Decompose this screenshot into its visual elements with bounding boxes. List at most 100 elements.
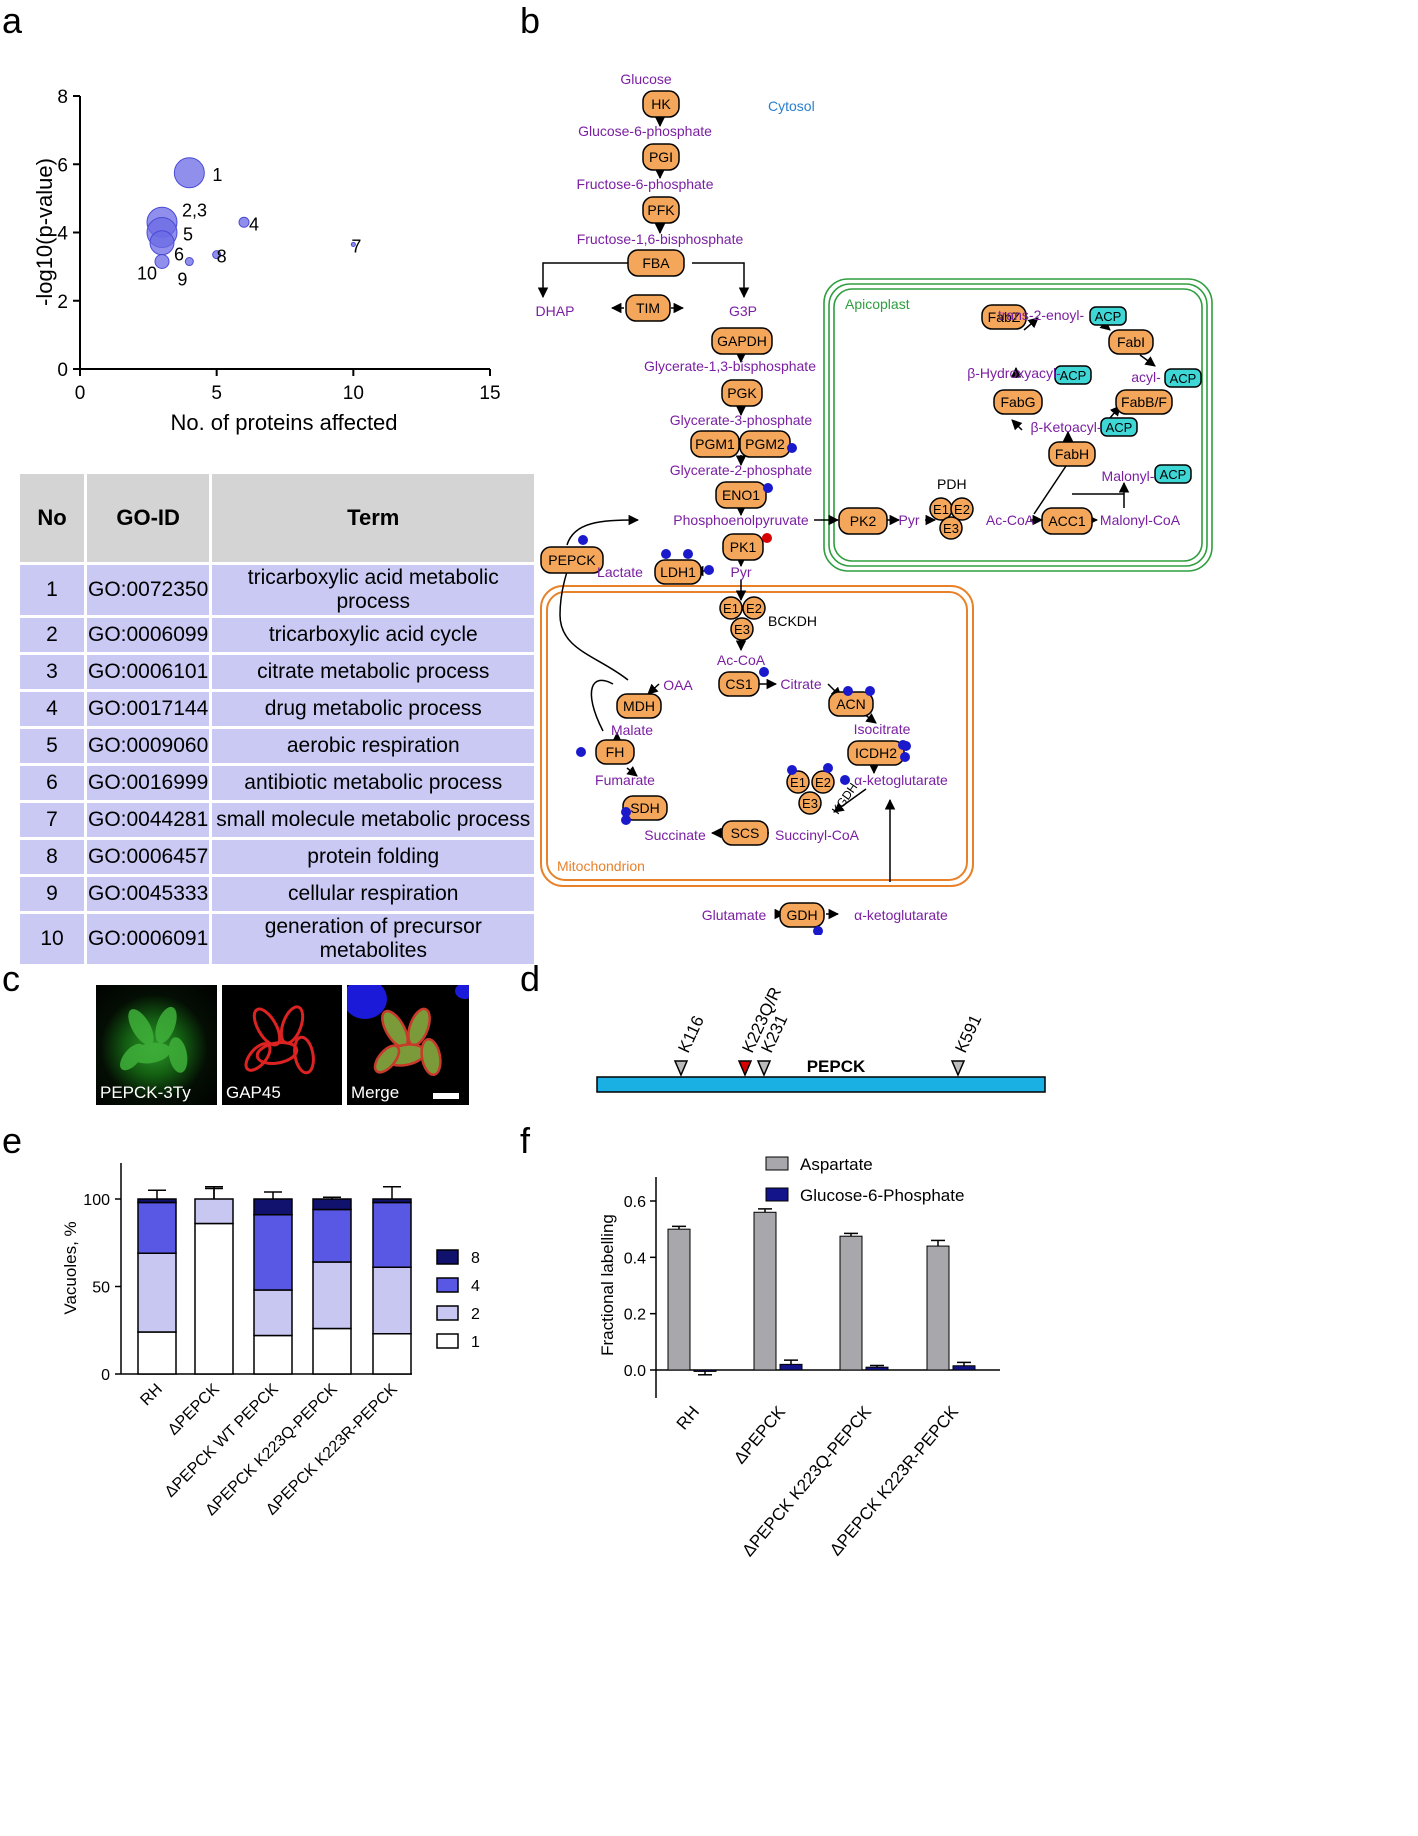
enzyme-fabg <box>993 389 1043 415</box>
metabolite-glucose: Glucose <box>620 71 672 87</box>
go-cell-no: 4 <box>20 692 84 726</box>
go-cell-term: aerobic respiration <box>212 729 535 763</box>
enzyme-label-pgm1: PGM1 <box>695 436 735 452</box>
vacuole-legend-swatch <box>436 1333 459 1349</box>
labelling-bar-g6p <box>693 1369 717 1372</box>
labelling-bar-g6p <box>952 1365 976 1371</box>
go-cell-no: 8 <box>20 840 84 874</box>
vacuole-bars <box>137 1186 412 1375</box>
vacuole-bar-1 <box>312 1327 352 1375</box>
vacuole-bar-8 <box>372 1198 412 1204</box>
mitochondrion-compartment <box>540 585 974 887</box>
pathway-diagram: Apicoplast Mitochondrion Cytosol <box>536 71 1213 935</box>
metabolite-dhap: DHAP <box>536 303 575 319</box>
enzyme-label-fba: FBA <box>642 255 670 271</box>
vacuole-category-label: ΔPEPCK <box>165 1381 223 1439</box>
enzyme-label-e3: E3 <box>802 796 818 811</box>
apicoplast-label: Apicoplast <box>845 296 910 312</box>
bubble-point <box>184 257 194 267</box>
vacuole-bar-4 <box>253 1214 293 1291</box>
acetylation-dot <box>823 763 833 773</box>
vacuole-legend-swatch <box>436 1277 459 1293</box>
go-header-goid: GO-ID <box>87 474 210 562</box>
vacuole-ylabel: Vacuoles, % <box>61 1221 80 1314</box>
microscopy-label-pepck: PEPCK-3Ty <box>100 1083 191 1102</box>
metabolite-g13bp: Glycerate-1,3-bisphosphate <box>644 358 816 374</box>
go-cell-no: 5 <box>20 729 84 763</box>
acp-box <box>1154 464 1192 484</box>
enzyme-label-e1: E1 <box>790 775 806 790</box>
labelling-bar-aspartate <box>839 1235 863 1371</box>
acetylation-dot <box>759 667 769 677</box>
metabolite-g3p: G3P <box>729 303 757 319</box>
metabolite-g2p: Glycerate-2-phosphate <box>670 462 813 478</box>
svg-text:K591: K591 <box>951 1012 985 1056</box>
go-cell-no: 1 <box>20 565 84 615</box>
site-k591: K591 <box>950 1012 985 1077</box>
go-cell-term: small molecule metabolic process <box>212 803 535 837</box>
bubble-point-label: 6 <box>174 245 184 265</box>
labelling-bar-aspartate <box>753 1211 777 1371</box>
bubble-ylabel: -log10(p-value) <box>32 158 57 306</box>
metabolite-pep: Phosphoenolpyruvate <box>673 512 809 528</box>
vacuole-bar-8 <box>137 1198 177 1204</box>
enzyme-label-pepck: PEPCK <box>548 552 596 568</box>
metabolite-akg: α-ketoglutarate <box>854 772 948 788</box>
acetylation-dot <box>621 815 631 825</box>
bubble-ytick-label: 4 <box>57 224 68 245</box>
go-cell-no: 2 <box>20 618 84 652</box>
metabolite-isocitrate: Isocitrate <box>854 721 911 737</box>
go-cell-no: 3 <box>20 655 84 689</box>
pepck-label: PEPCK <box>807 1057 866 1076</box>
go-cell-id: GO:0006099 <box>87 618 210 652</box>
panel-label-d: d <box>520 958 541 999</box>
vacuole-bar-1 <box>194 1222 234 1375</box>
bubble-point-label: 8 <box>217 247 227 267</box>
vacuole-legend-label: 4 <box>471 1278 480 1295</box>
go-table-header: No GO-ID Term <box>20 474 535 562</box>
enzyme-label-pgk: PGK <box>727 385 757 401</box>
labelling-legend-swatch <box>765 1156 789 1171</box>
bubble-ytick-label: 8 <box>57 87 68 108</box>
enzyme-label-acn: ACN <box>836 696 866 712</box>
go-cell-id: GO:0006457 <box>87 840 210 874</box>
enzyme-e3 <box>798 791 822 815</box>
go-cell-term: drug metabolic process <box>212 692 535 726</box>
bubble-point <box>350 241 356 247</box>
go-cell-no: 10 <box>20 914 84 964</box>
go-cell-term: cellular respiration <box>212 877 535 911</box>
microscopy-merge-image: Merge <box>347 985 469 1105</box>
metabolite-akg2: α-ketoglutarate <box>854 907 948 923</box>
enzyme-scs <box>721 820 769 846</box>
panel-label-c: c <box>2 958 20 999</box>
microscopy-gap45-image: GAP45 <box>222 985 342 1105</box>
enzyme-label-e3: E3 <box>734 622 750 637</box>
panel-label-f: f <box>520 1120 531 1161</box>
bubble-xtick-label: 10 <box>343 383 364 404</box>
enzyme-label-e1: E1 <box>723 601 739 616</box>
enzyme-pgk <box>721 379 763 407</box>
enzyme-acc1 <box>1041 507 1093 535</box>
enzyme-fh <box>595 739 635 765</box>
bubble-point-label: 9 <box>177 270 187 290</box>
enzyme-ldh1 <box>654 559 702 585</box>
microscopy-pepck-image: PEPCK-3Ty <box>96 985 217 1105</box>
enzyme-label-fabz: FabZ <box>988 309 1021 325</box>
acetylation-dot <box>898 740 908 750</box>
vacuole-legend-label: 8 <box>471 1250 480 1267</box>
go-cell-id: GO:0044281 <box>87 803 210 837</box>
enzyme-label-ldh1: LDH1 <box>660 564 696 580</box>
enzyme-label-fabbf: FabB/F <box>1121 394 1167 410</box>
acp-box <box>1054 365 1092 385</box>
acp-label: ACP <box>1060 368 1087 383</box>
vacuole-bar-2 <box>372 1266 412 1335</box>
